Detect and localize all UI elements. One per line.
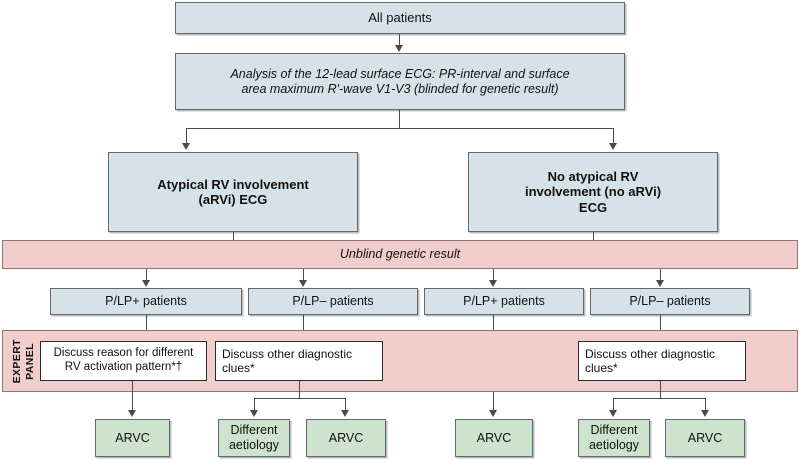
connector-clues-left-down xyxy=(299,381,300,398)
connector-clues-right-branch-b xyxy=(705,398,706,412)
node-plp-negative-left: P/LP– patients xyxy=(248,288,418,315)
connector-ecg-right-drop xyxy=(613,128,614,144)
connector-clues-right-branch-a xyxy=(613,398,614,412)
connector-plp1-down xyxy=(146,315,147,337)
arrowhead-discuss-rv-to-arvc xyxy=(128,410,136,417)
node-no-arvi-ecg: No atypical RV involvement (no aRVi) ECG xyxy=(468,152,718,232)
connector-plp2-down xyxy=(303,315,304,337)
connector-all-patients-to-ecg xyxy=(399,34,400,46)
expert-panel-label: EXPERT PANEL xyxy=(6,330,40,392)
node-plp-negative-right: P/LP– patients xyxy=(590,288,750,315)
connector-no-arvi-to-unblind xyxy=(593,232,594,241)
arrowhead-to-plp-1 xyxy=(142,280,150,287)
connector-arvi-to-unblind xyxy=(233,232,234,241)
arrowhead-clues-right-to-arvc xyxy=(701,410,709,417)
connector-clues-right-split xyxy=(613,398,705,399)
node-outcome-arvc-4: ARVC xyxy=(665,419,745,457)
node-outcome-different-aetiology-2: Different aetiology xyxy=(578,419,650,457)
arrowhead-plp3-to-outcome xyxy=(489,410,497,417)
connector-unblind-drop-4 xyxy=(660,269,661,281)
node-plp-positive-right: P/LP+ patients xyxy=(424,288,584,315)
node-outcome-arvc-3: ARVC xyxy=(455,419,533,457)
connector-unblind-drop-3 xyxy=(493,269,494,281)
node-all-patients: All patients xyxy=(175,2,625,34)
node-discuss-rv-activation: Discuss reason for different RV activati… xyxy=(40,341,207,381)
connector-clues-right-down xyxy=(660,381,661,398)
arrowhead-to-arvi xyxy=(182,143,190,150)
arrowhead-to-plp-4 xyxy=(656,280,664,287)
connector-plp4-down xyxy=(660,315,661,337)
node-outcome-different-aetiology-1: Different aetiology xyxy=(218,419,290,457)
arrowhead-to-no-arvi xyxy=(609,143,617,150)
expert-panel-label-line-2: PANEL xyxy=(23,342,36,380)
arrowhead-to-plp-2 xyxy=(299,280,307,287)
node-discuss-clues-left: Discuss other diagnostic clues* xyxy=(215,341,383,381)
node-unblind-label: Unblind genetic result xyxy=(339,247,461,262)
arrowhead-to-plp-3 xyxy=(489,280,497,287)
connector-unblind-drop-2 xyxy=(303,269,304,281)
connector-ecg-left-drop xyxy=(186,128,187,144)
connector-clues-left-branch-a xyxy=(254,398,255,412)
node-outcome-arvc-2: ARVC xyxy=(306,419,386,457)
connector-clues-left-split xyxy=(254,398,345,399)
node-plp-positive-left: P/LP+ patients xyxy=(50,288,242,315)
arrowhead-clues-right-to-different-aetiology xyxy=(609,410,617,417)
band-unblind-genetic-result: Unblind genetic result xyxy=(2,240,798,269)
node-outcome-arvc-1: ARVC xyxy=(95,419,170,457)
connector-unblind-drop-1 xyxy=(146,269,147,281)
node-arvi-ecg: Atypical RV involvement (aRVi) ECG xyxy=(108,152,358,232)
connector-discuss-rv-down xyxy=(132,381,133,413)
arrowhead-clues-left-to-arvc xyxy=(341,410,349,417)
expert-panel-label-line-1: EXPERT xyxy=(10,338,23,384)
connector-ecg-split xyxy=(186,128,613,129)
arrowhead-clues-left-to-different-aetiology xyxy=(250,410,258,417)
node-discuss-clues-right: Discuss other diagnostic clues* xyxy=(578,341,746,381)
node-ecg-analysis: Analysis of the 12-lead surface ECG: PR-… xyxy=(175,53,625,110)
connector-ecg-down xyxy=(399,110,400,128)
arrowhead-to-ecg xyxy=(395,45,403,52)
connector-clues-left-branch-b xyxy=(345,398,346,412)
